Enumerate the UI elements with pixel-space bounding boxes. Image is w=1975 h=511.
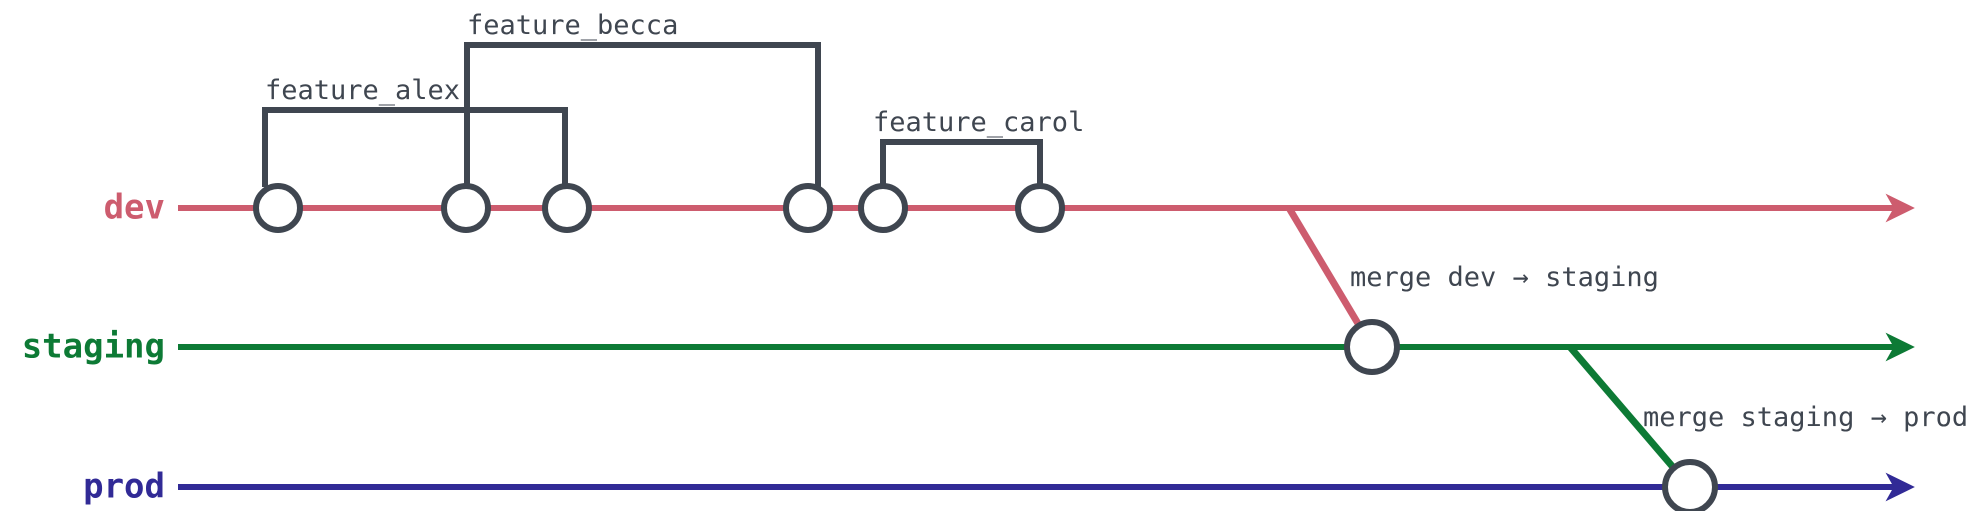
feature-bracket-path-feature_becca	[464, 42, 821, 187]
branch-lane-dev: dev	[104, 188, 1915, 228]
branch-lanes: dev staging prod	[22, 188, 1915, 507]
feature-branch-feature_carol[interactable]: feature_carol	[873, 107, 1084, 187]
merge-commit-node-staging[interactable]	[1344, 319, 1400, 375]
merge-label-dev-staging: merge dev → staging	[1350, 262, 1659, 293]
merge-line-staging-prod	[1567, 344, 1693, 490]
feature-bracket-path-feature_carol	[880, 139, 1043, 187]
feature-branch-label-feature_becca: feature_becca	[467, 10, 678, 41]
merge-commit-node-prod[interactable]	[1662, 459, 1718, 511]
commit-node[interactable]	[1015, 183, 1065, 233]
merge-connector-staging-prod[interactable]: merge staging → prod	[1567, 344, 1968, 490]
feature-branch-label-feature_alex: feature_alex	[265, 75, 460, 106]
branch-label-dev: dev	[104, 188, 165, 228]
commit-node[interactable]	[253, 183, 303, 233]
commit-nodes	[253, 183, 1718, 511]
commit-node[interactable]	[858, 183, 908, 233]
feature-branch-label-feature_carol: feature_carol	[873, 107, 1084, 138]
branch-label-prod: prod	[83, 467, 165, 507]
commit-node[interactable]	[783, 183, 833, 233]
branch-lane-staging: staging	[22, 327, 1915, 367]
feature-branch-feature_becca[interactable]: feature_becca	[464, 10, 821, 187]
commit-node[interactable]	[542, 183, 592, 233]
branch-label-staging: staging	[22, 327, 165, 367]
feature-branch-brackets: feature_alex feature_becca feature_carol	[262, 10, 1084, 187]
commit-node[interactable]	[441, 183, 491, 233]
merge-label-staging-prod: merge staging → prod	[1643, 402, 1968, 433]
branch-lane-prod: prod	[83, 467, 1915, 507]
merge-connector-dev-staging[interactable]: merge dev → staging	[1285, 206, 1659, 349]
feature-branch-feature_alex[interactable]: feature_alex	[262, 75, 568, 187]
feature-bracket-path-feature_alex	[262, 107, 568, 187]
merge-connectors: merge dev → staging merge staging → prod	[1285, 206, 1968, 490]
